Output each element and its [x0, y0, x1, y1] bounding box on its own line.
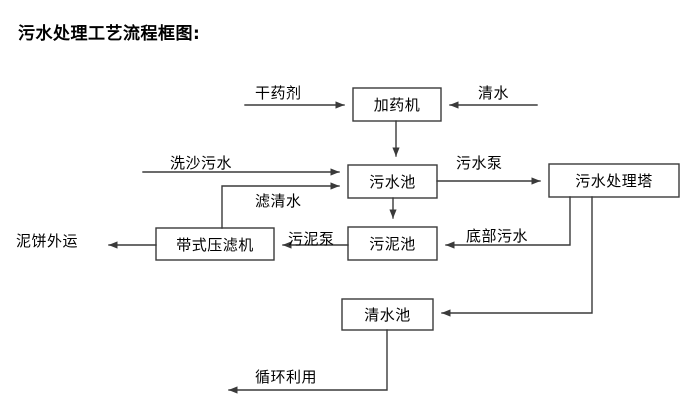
edge-label-filtered-water: 滤清水: [255, 192, 302, 210]
node-label-clear-water-pool: 清水池: [364, 306, 411, 324]
edge-label-sludge-pump: 污泥泵: [288, 230, 335, 248]
node-label-belt-filter-press: 带式压滤机: [176, 235, 254, 254]
edge-label-recycle-reuse: 循环利用: [255, 368, 318, 386]
edge-label-bottom-sewage: 底部污水: [466, 227, 529, 245]
page-title: 污水处理工艺流程框图:: [18, 24, 201, 44]
node-label-dosing-machine: 加药机: [373, 96, 421, 114]
node-box-sludge-pool[interactable]: [347, 226, 438, 261]
node-label-sewage-pool: 污水池: [369, 173, 416, 191]
edge-label-dry-reagent: 干药剂: [255, 84, 302, 102]
edge-label-clean-water-in: 清水: [478, 84, 510, 102]
connector-treatment-tower-to-clear-water-pool: [441, 196, 593, 317]
terminal-label-mud-cake-out: 泥饼外运: [16, 232, 79, 250]
connector-filtered-water-to-sewage-pool: [221, 182, 340, 229]
connector-bottom-sewage-to-sludge-pool: [445, 196, 571, 249]
edge-label-sand-wash-sewage: 洗沙污水: [170, 154, 233, 172]
node-label-treatment-tower: 污水处理塔: [575, 172, 653, 190]
node-box-treatment-tower[interactable]: [548, 163, 680, 198]
edge-label-sewage-pump: 污水泵: [456, 154, 503, 172]
node-label-sludge-pool: 污泥池: [369, 235, 416, 253]
node-box-belt-filter-press[interactable]: [155, 227, 275, 261]
connector-clear-water-pool-to-recycle: [228, 329, 388, 394]
node-box-clear-water-pool[interactable]: [341, 298, 434, 331]
node-box-dosing-machine[interactable]: [352, 87, 442, 122]
